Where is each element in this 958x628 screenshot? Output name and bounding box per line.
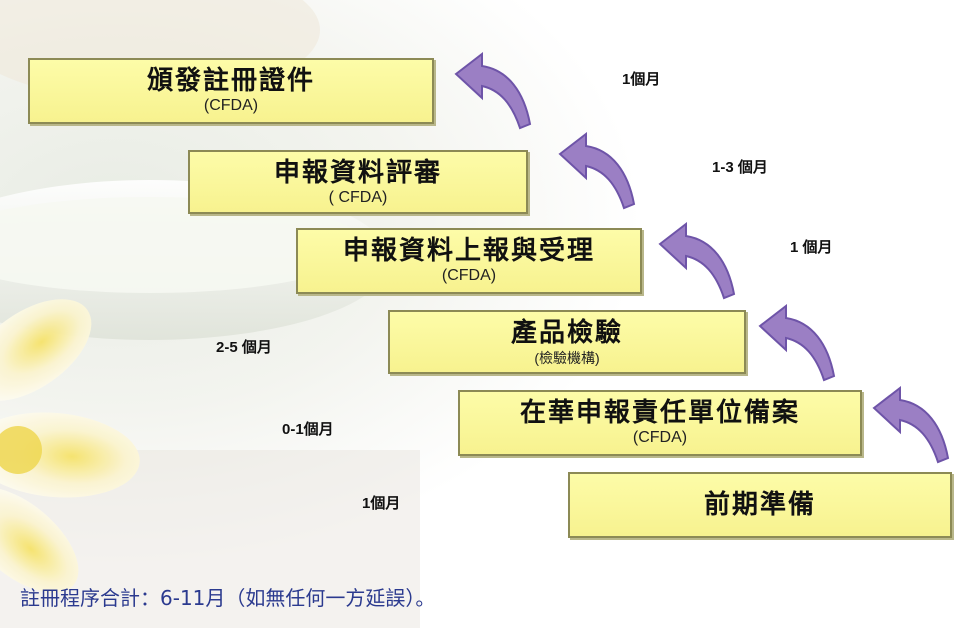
step-agent-registration: 在華申報責任單位備案 (CFDA) (458, 390, 862, 456)
step-title: 前期準備 (703, 490, 816, 520)
step-subtitle: (CFDA) (632, 429, 688, 446)
step-subtitle: (CFDA) (441, 267, 497, 284)
step-application-review: 申報資料評審 ( CFDA) (188, 150, 528, 214)
curved-arrow-icon (558, 132, 636, 210)
step-title: 頒發註冊證件 (146, 66, 315, 96)
duration-label: 1個月 (362, 495, 401, 512)
duration-label: 1 個月 (790, 239, 833, 256)
duration-label: 2-5 個月 (216, 339, 272, 356)
step-subtitle: (檢驗機構) (534, 350, 600, 366)
curved-arrow-icon (454, 52, 532, 130)
step-title: 在華申報責任單位備案 (519, 398, 800, 428)
step-issue-certificate: 頒發註冊證件 (CFDA) (28, 58, 434, 124)
curved-arrow-icon (658, 222, 736, 300)
step-title: 產品檢驗 (510, 318, 623, 348)
duration-label: 1個月 (622, 71, 661, 88)
curved-arrow-icon (872, 386, 950, 464)
step-subtitle: ( CFDA) (328, 189, 388, 206)
flower-image (0, 299, 140, 593)
step-title: 申報資料評審 (273, 158, 442, 188)
step-subtitle: (CFDA) (203, 97, 259, 114)
step-submission-acceptance: 申報資料上報與受理 (CFDA) (296, 228, 642, 294)
step-title: 申報資料上報與受理 (342, 236, 595, 266)
curved-arrow-icon (758, 304, 836, 382)
step-product-testing: 產品檢驗 (檢驗機構) (388, 310, 746, 374)
total-duration-note: 註冊程序合計：6-11月（如無任何一方延誤）。 (20, 586, 436, 610)
duration-label: 1-3 個月 (712, 159, 768, 176)
step-preparation: 前期準備 (568, 472, 952, 538)
duration-label: 0-1個月 (282, 421, 334, 438)
